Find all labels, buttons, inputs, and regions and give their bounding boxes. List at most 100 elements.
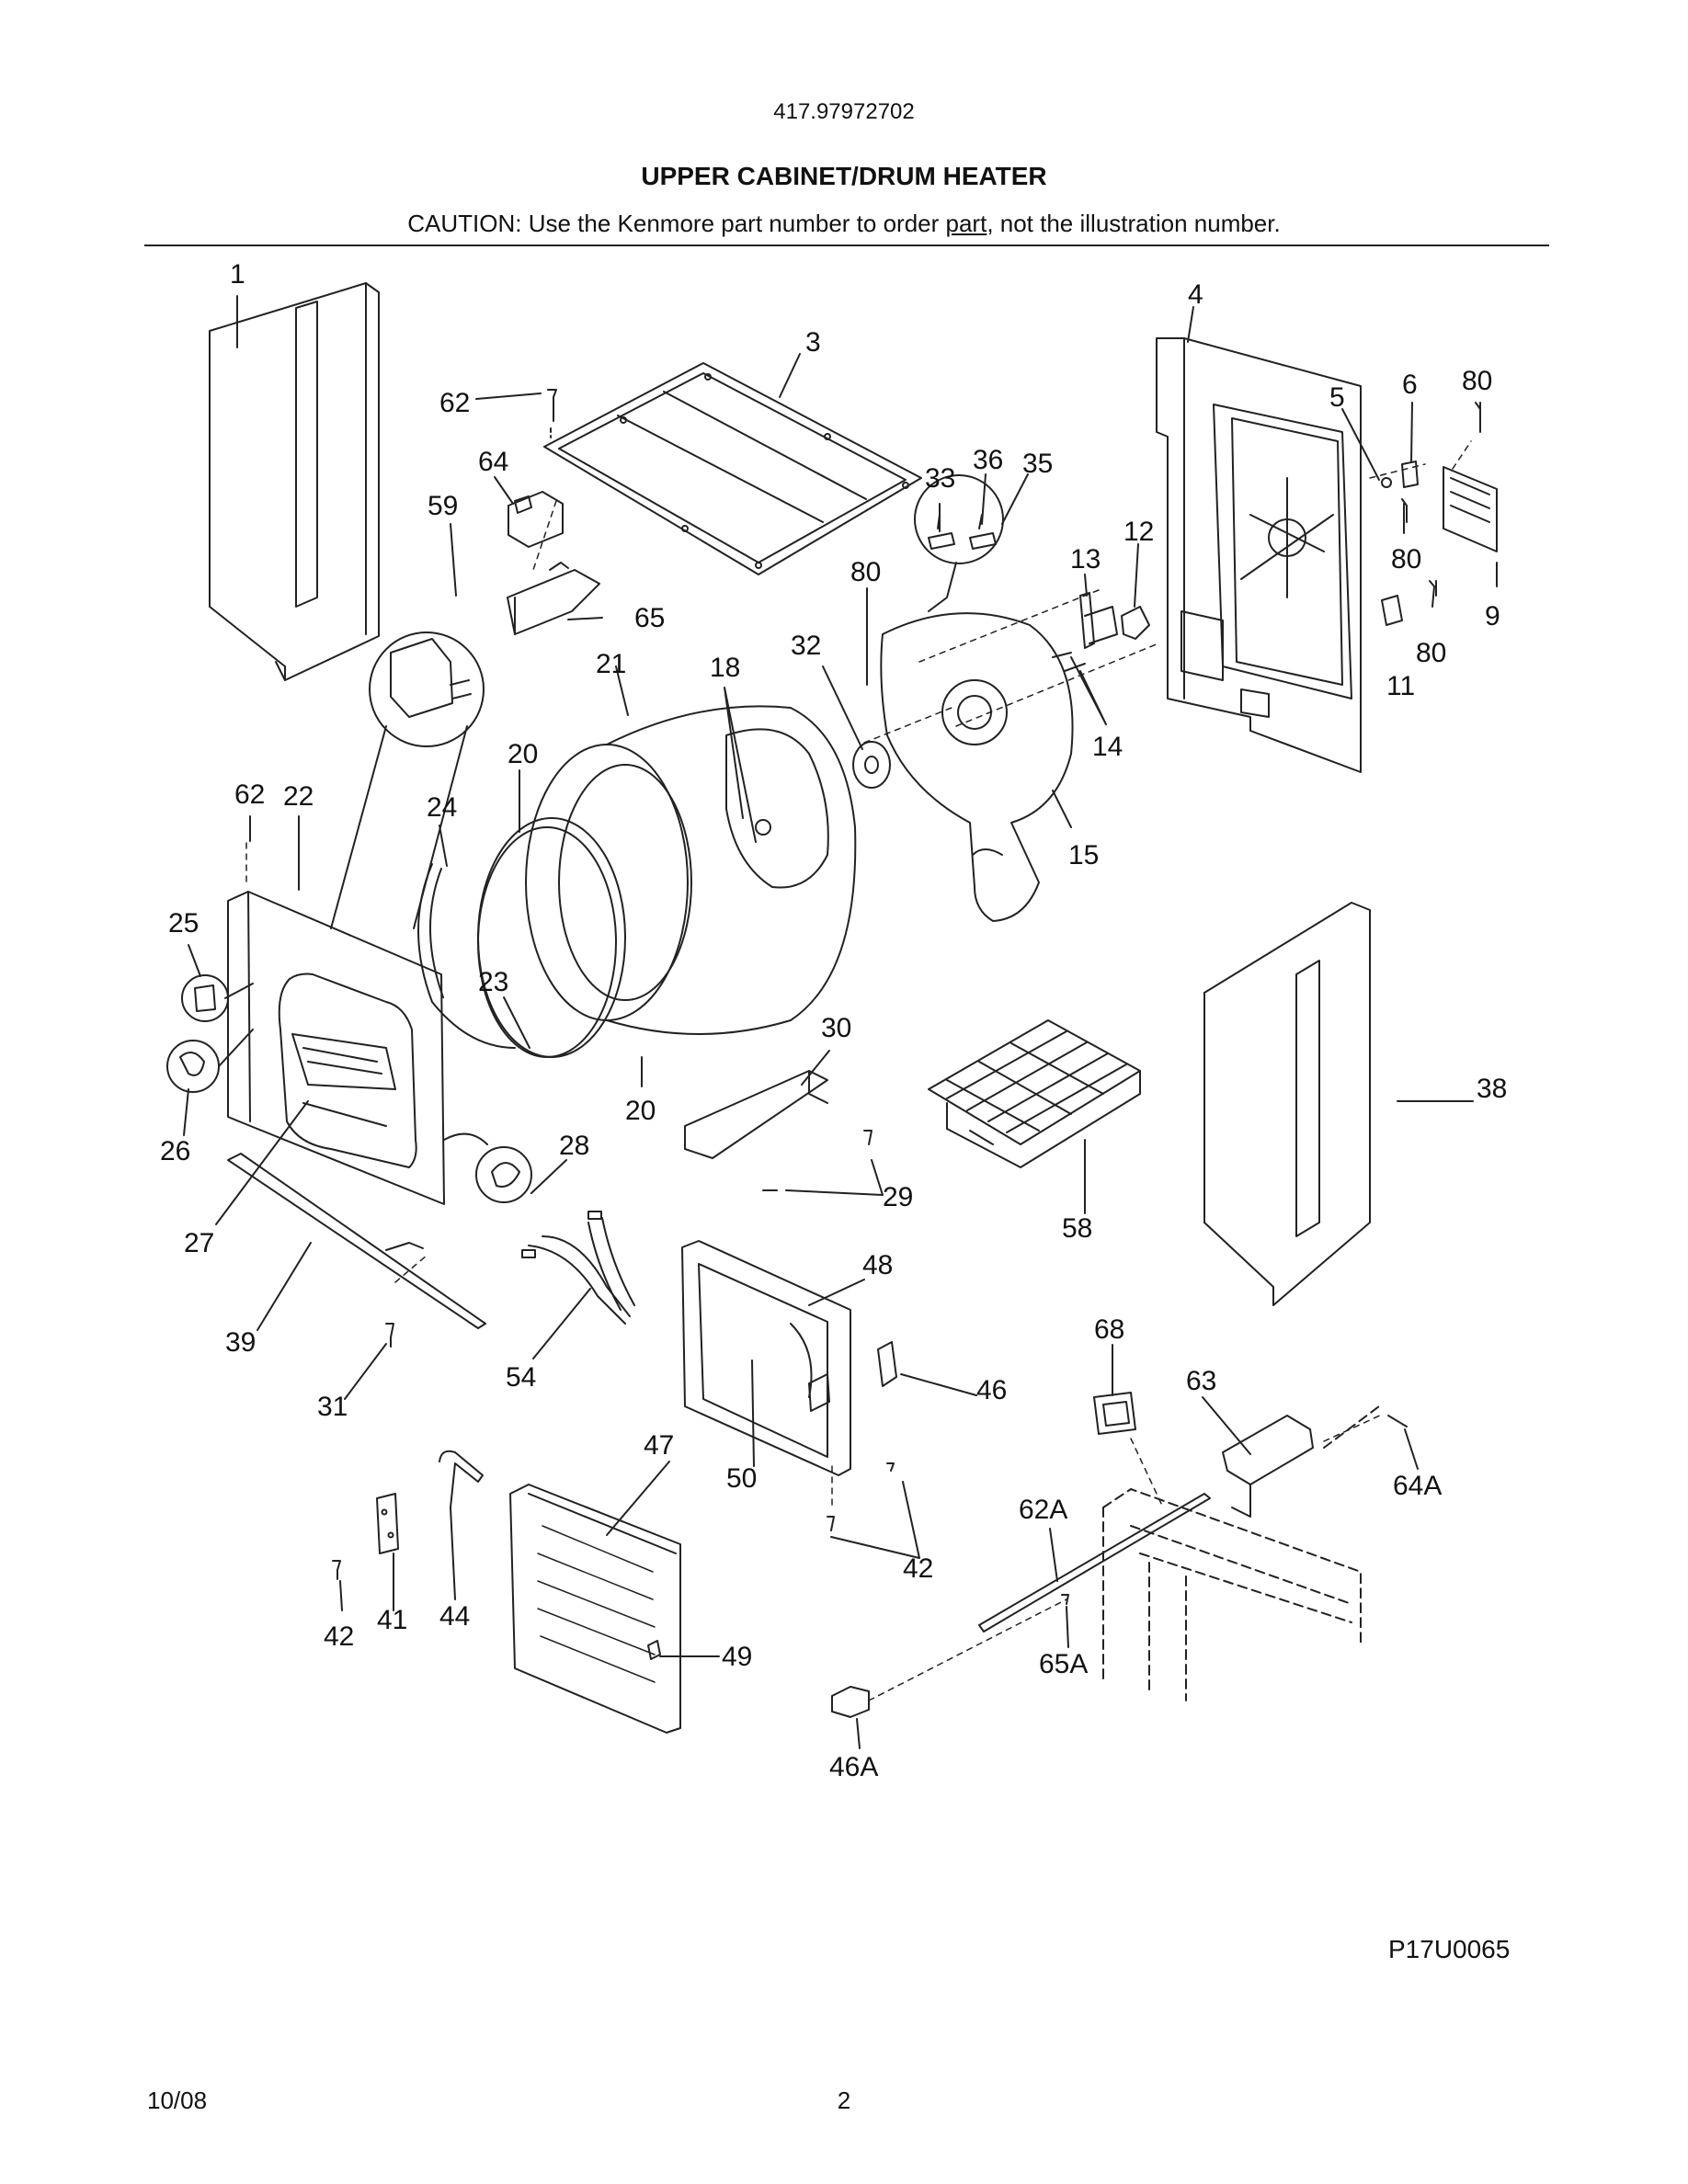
callout-label: 21 [596,649,626,679]
model-number: 417.97972702 [773,99,915,124]
callout-label: 13 [1070,544,1101,574]
part-hinge-41 [376,1493,399,1554]
callout-label: 62A [1019,1495,1067,1525]
callout-label: 29 [883,1182,913,1212]
callout-label: 15 [1068,840,1099,870]
callout-label: 18 [710,653,740,683]
callout-label: 32 [791,631,821,661]
callout-label: 44 [439,1601,470,1632]
part-side-panel-right [1203,902,1371,1306]
part-connector-64 [508,491,564,548]
callout-label: 48 [862,1250,893,1280]
part-sensor-68 [1093,1392,1136,1435]
caution-text-before: CAUTION: Use the Kenmore part number to … [407,210,946,237]
callout-label: 12 [1123,517,1154,547]
callout-label: 62 [234,779,265,810]
callout-label: 20 [625,1096,656,1126]
drawing-code: P17U0065 [1388,1935,1511,1963]
part-screw-31 [385,1323,394,1348]
part-screw-42-right [827,1462,895,1531]
diagram-leader-lines [183,295,1498,1749]
callout-label: 5 [1329,382,1345,413]
callout-label: 36 [973,445,1003,475]
callout-label: 58 [1062,1213,1092,1244]
part-small-hardware-right [1381,402,1498,626]
part-magnified-25-26 [166,974,254,1093]
callout-label: 41 [377,1605,407,1635]
part-side-panel-left [209,282,380,681]
part-screw-62-top [547,389,557,438]
callout-label: 65A [1039,1649,1088,1679]
callout-label: 35 [1022,449,1053,479]
callout-label: 39 [225,1327,256,1358]
callout-label: 11 [1386,671,1415,701]
callout-label: 65 [634,603,665,633]
callout-label: 4 [1188,279,1203,310]
callout-label: 63 [1186,1366,1216,1396]
callout-label: 59 [428,491,458,521]
part-heater-bracket-30 [684,1070,873,1191]
part-door-outer-47 [509,1484,681,1734]
callout-label: 26 [160,1136,190,1166]
callout-label: 80 [1391,544,1421,574]
diagram-callouts: 1 3 4 5 6 80 62 64 59 33 36 35 12 13 80 … [160,259,1507,1782]
callout-label: 62 [439,388,470,418]
callout-label: 42 [903,1553,933,1584]
caution-note: CAUTION: Use the Kenmore part number to … [0,210,1688,238]
diagram-assembly-lines [245,440,1472,1701]
part-cabinet-frame-dashed [1102,1405,1380,1701]
part-door-handle-46 [877,1341,897,1387]
callout-label: 3 [805,327,821,358]
part-bracket-65 [507,562,600,635]
callout-label: 64A [1393,1471,1442,1501]
callout-label: 9 [1485,601,1500,631]
part-rear-panel [1156,337,1362,773]
part-handle-44 [439,1450,484,1508]
callout-label: 33 [925,463,955,494]
page-number: 2 [837,2087,851,2114]
part-magnified-heater-59 [330,631,485,929]
part-magnified-thermostats [914,474,1004,612]
callout-label: 47 [644,1430,674,1461]
callout-label: 6 [1402,370,1418,400]
part-door-liner-48 [681,1240,851,1476]
callout-label: 80 [850,557,881,587]
caution-text-after: , not the illustration number. [987,210,1281,237]
callout-label: 23 [478,967,508,997]
callout-label: 38 [1477,1074,1507,1104]
callout-label: 46 [976,1375,1007,1405]
part-front-panel [227,891,445,1205]
callout-label: 27 [184,1228,214,1258]
callout-label: 14 [1092,732,1123,762]
caution-part-link: part [945,210,987,237]
page-title: UPPER CABINET/DRUM HEATER [641,162,1047,190]
part-bracket-63 [1222,1415,1314,1518]
callout-label: 80 [1416,638,1446,668]
part-top-panel [543,362,922,575]
part-strip-39 [227,1153,486,1329]
callout-label: 28 [559,1131,589,1161]
callout-label: 1 [230,259,245,290]
part-drum-seals [417,817,626,1058]
revision-date: 10/08 [147,2087,208,2114]
part-pin-64A [1387,1415,1408,1428]
callout-label: 68 [1094,1314,1124,1345]
part-foot-46A [831,1686,870,1718]
callout-label: 31 [317,1392,348,1422]
callout-label: 64 [478,447,508,477]
part-idler-32 [852,741,891,789]
part-wire-harness-54 [521,1211,635,1325]
part-screw-65A [1061,1594,1069,1605]
part-drum [525,705,857,1035]
part-rod-62A [978,1493,1211,1632]
callout-label: 30 [821,1013,851,1043]
callout-label: 25 [168,908,199,938]
callout-label: 50 [726,1463,757,1494]
callout-label: 46A [829,1752,878,1782]
callout-label: 54 [506,1362,536,1393]
part-heater-rack-58 [928,1019,1141,1168]
callout-label: 24 [427,792,457,823]
header-divider [144,245,1549,246]
part-blower-housing [880,612,1074,922]
